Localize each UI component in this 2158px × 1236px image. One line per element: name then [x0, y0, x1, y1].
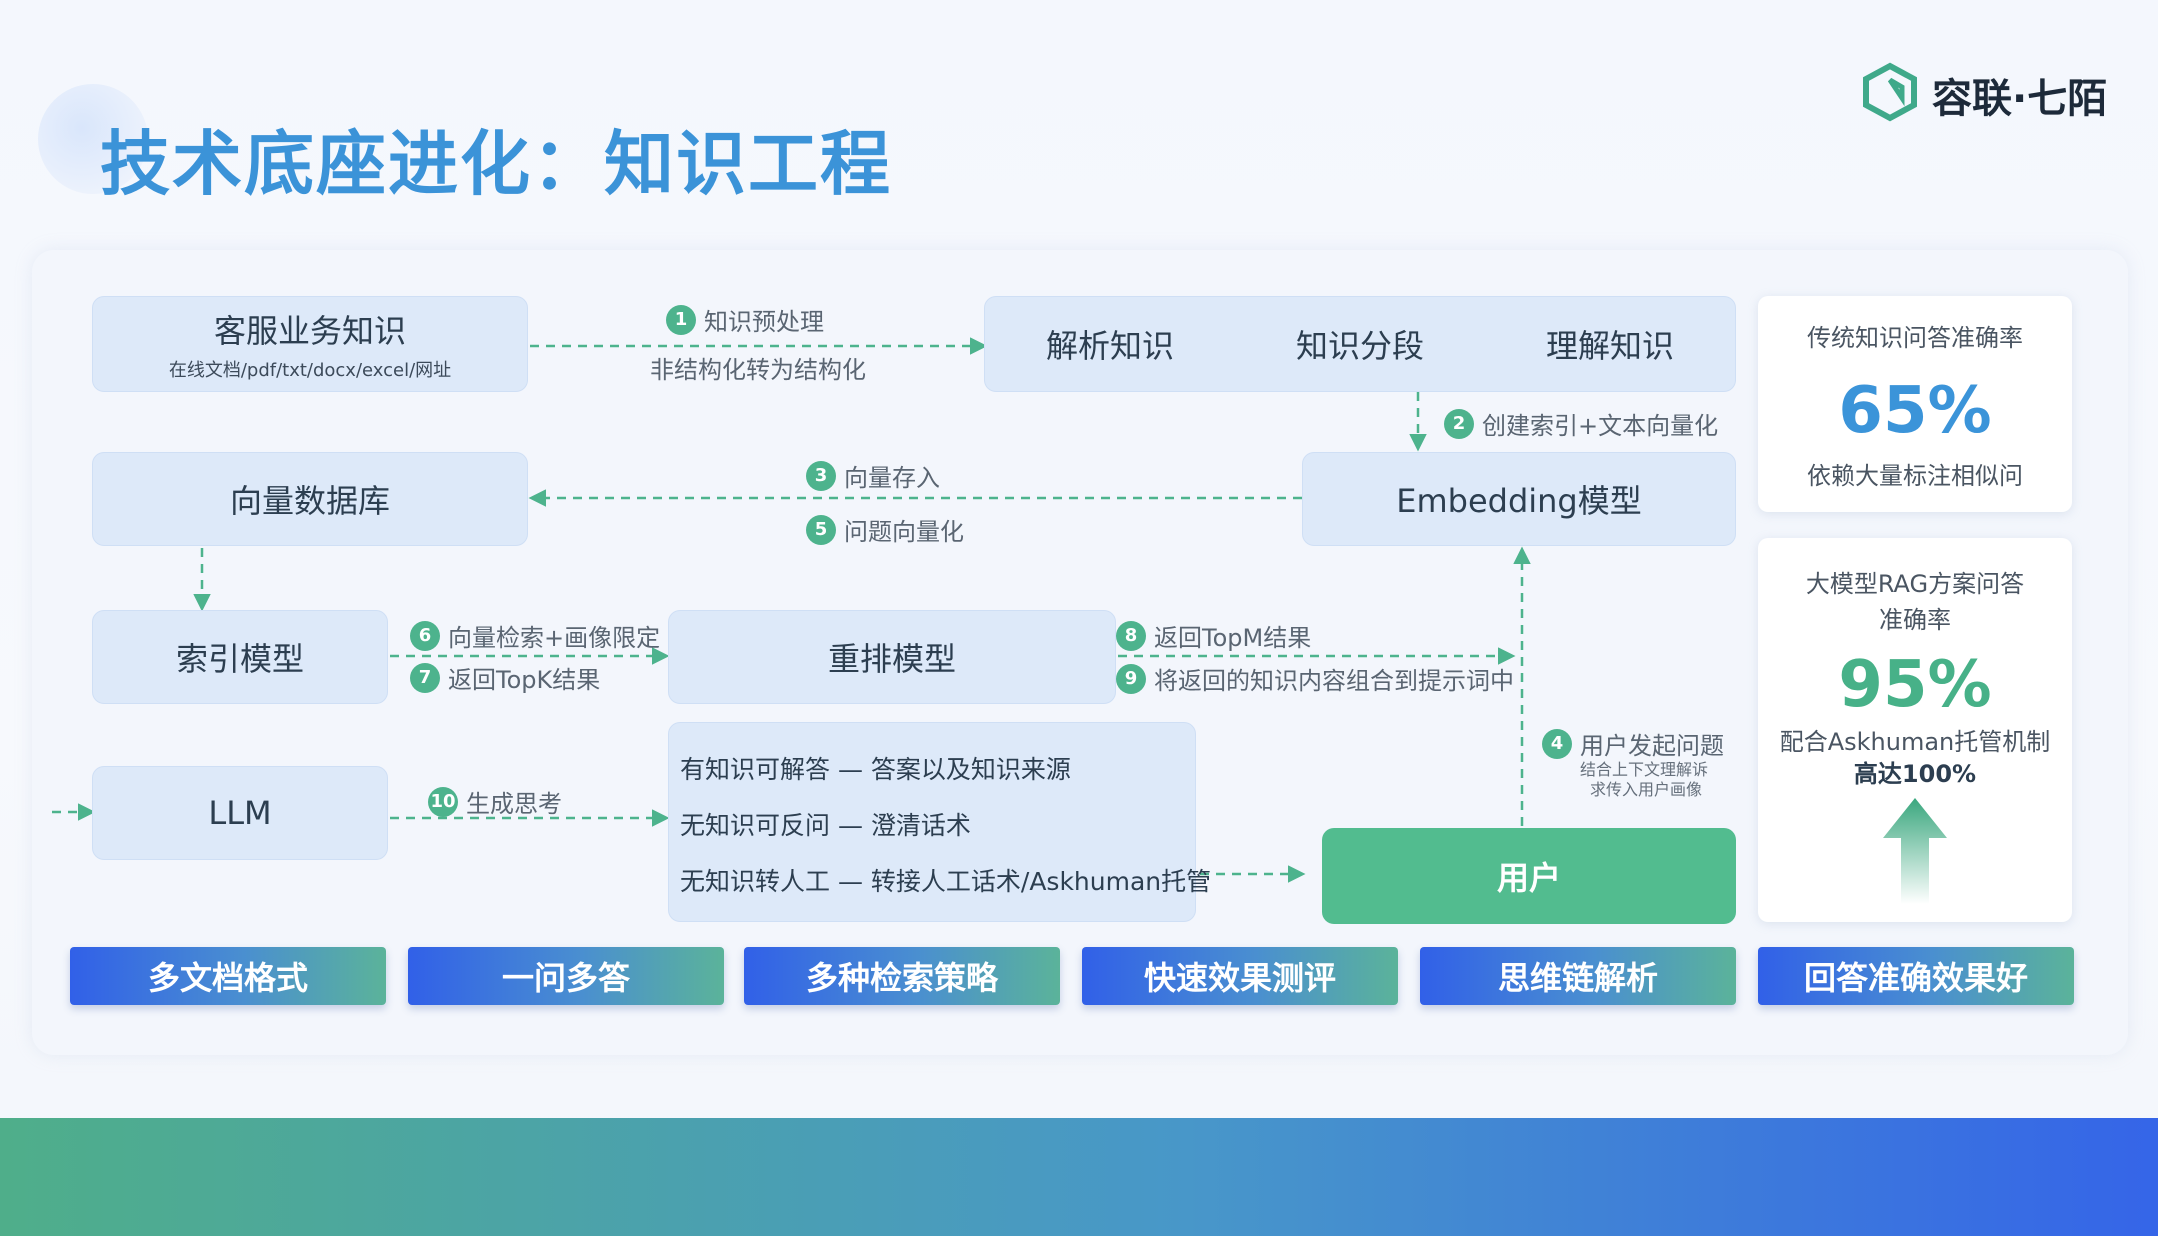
step-4-note-1: 结合上下文理解诉 [1580, 760, 1709, 779]
rag-accuracy-title-2: 准确率 [1879, 606, 1951, 634]
step-6-label: 6 向量检索+画像限定 [410, 618, 660, 653]
step-1-label: 1 知识预处理 [666, 302, 824, 337]
step-badge: 2 [1444, 408, 1474, 439]
step-badge: 5 [806, 514, 836, 545]
embedding-model-box: Embedding模型 [1302, 452, 1736, 546]
feature-chain-of-thought: 思维链解析 [1420, 947, 1736, 1005]
up-arrow-icon [1883, 798, 1947, 904]
rerank-model-box: 重排模型 [668, 610, 1116, 704]
feature-multi-retrieval: 多种检索策略 [744, 947, 1060, 1005]
step-badge: 9 [1116, 663, 1146, 694]
knowledge-source-formats: 在线文档/pdf/txt/docx/excel/网址 [168, 360, 452, 381]
feature-fast-evaluation: 快速效果测评 [1082, 947, 1398, 1005]
llm: LLM [208, 794, 272, 832]
parse-knowledge: 解析知识 [1045, 327, 1174, 365]
index-model: 索引模型 [175, 640, 304, 678]
index-model-box: 索引模型 [92, 610, 388, 704]
hexagon-logo-icon [1863, 62, 1917, 122]
rag-accuracy-note-1: 配合Askhuman托管机制 [1779, 728, 2051, 756]
rerank-model: 重排模型 [827, 640, 956, 678]
step-badge: 6 [410, 620, 440, 651]
step-2-label: 2 创建索引+文本向量化 [1444, 406, 1718, 441]
step-3-label: 3 向量存入 [806, 458, 940, 493]
rag-accuracy-note-2: 高达100% [1853, 760, 1977, 788]
traditional-accuracy-note: 依赖大量标注相似问 [1807, 462, 2023, 490]
answer-strategy-1: 有知识可解答 — 答案以及知识来源 [680, 755, 1071, 784]
answer-strategies-box [668, 722, 1196, 922]
page-title: 技术底座进化：知识工程 [100, 123, 892, 205]
embedding-model: Embedding模型 [1396, 482, 1642, 520]
step-4-note-2: 求传入用户画像 [1590, 780, 1703, 799]
user-box: 用户 [1322, 828, 1736, 924]
feature-multi-format: 多文档格式 [70, 947, 386, 1005]
feature-one-question-multi-answers: 一问多答 [408, 947, 724, 1005]
rag-accuracy-card: 大模型RAG方案问答 准确率 95% 配合Askhuman托管机制 高达100% [1758, 538, 2072, 922]
title-decoration [38, 84, 148, 194]
logo-text: 容联·七陌 [1932, 76, 2108, 122]
step-8-label: 8 返回TopM结果 [1116, 618, 1311, 653]
step-badge: 8 [1116, 620, 1146, 651]
step-badge: 4 [1542, 728, 1572, 759]
step-7-label: 7 返回TopK结果 [410, 660, 600, 695]
feature-accurate-answers: 回答准确效果好 [1758, 947, 2074, 1005]
traditional-accuracy-card: 传统知识问答准确率 65% 依赖大量标注相似问 [1758, 296, 2072, 512]
step-badge: 3 [806, 460, 836, 491]
step-10-label: 10 生成思考 [428, 784, 562, 819]
rag-accuracy-title-1: 大模型RAG方案问答 [1805, 570, 2025, 598]
step-badge: 10 [428, 786, 458, 817]
knowledge-processing-box: 解析知识 知识分段 理解知识 [984, 296, 1736, 392]
footer-band [0, 1118, 2158, 1236]
step-badge: 7 [410, 662, 440, 693]
understand-knowledge: 理解知识 [1545, 327, 1674, 365]
knowledge-source-box: 客服业务知识 在线文档/pdf/txt/docx/excel/网址 [92, 296, 528, 392]
step-5-label: 5 问题向量化 [806, 512, 964, 547]
answer-strategy-3: 无知识转人工 — 转接人工话术/Askhuman托管 [680, 867, 1212, 896]
step-1-sublabel: 非结构化转为结构化 [650, 356, 866, 384]
step-9-label: 9 将返回的知识内容组合到提示词中 [1116, 661, 1514, 696]
traditional-accuracy-title: 传统知识问答准确率 [1807, 324, 2023, 352]
knowledge-source-title: 客服业务知识 [213, 312, 406, 350]
llm-box: LLM [92, 766, 388, 860]
rag-accuracy-value: 95% [1838, 648, 1992, 722]
traditional-accuracy-value: 65% [1838, 374, 1992, 448]
segment-knowledge: 知识分段 [1295, 327, 1424, 365]
step-4-label: 4 用户发起问题 [1542, 726, 1724, 761]
step-badge: 1 [666, 304, 696, 335]
answer-strategy-2: 无知识可反问 — 澄清话术 [680, 811, 971, 840]
vector-database-box: 向量数据库 [92, 452, 528, 546]
vector-database: 向量数据库 [229, 482, 390, 520]
